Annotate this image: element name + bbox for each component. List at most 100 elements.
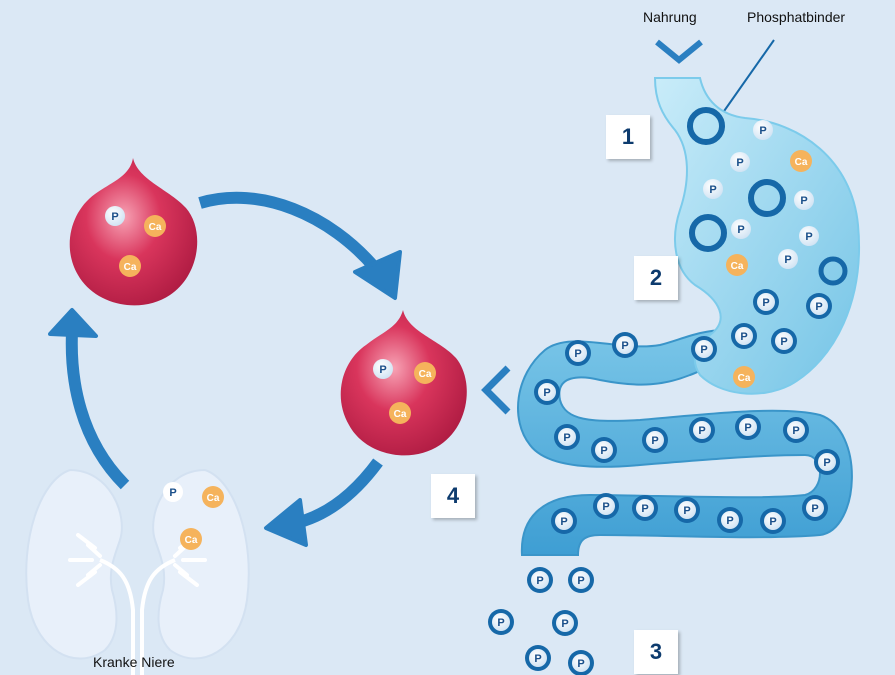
arrowhead-left <box>48 308 98 338</box>
blood-drop-2-particles: P Ca Ca <box>373 359 436 424</box>
bound-phosphate-particle: P <box>565 340 591 366</box>
bound-phosphate-particle: P <box>568 650 594 675</box>
phosphate-particle: P <box>731 219 751 239</box>
svg-text:Ca: Ca <box>738 373 751 384</box>
bound-phosphate-particle: P <box>760 508 786 534</box>
calcium-particle: Ca <box>790 150 812 172</box>
stomach-particles: P P P P P P P Ca Ca Ca <box>703 120 819 388</box>
bound-phosphate-particle: P <box>717 507 743 533</box>
food-label: Nahrung <box>643 9 697 25</box>
svg-text:Ca: Ca <box>419 369 432 380</box>
bound-phosphate-particle: P <box>691 336 717 362</box>
bound-phosphate-particle: P <box>802 495 828 521</box>
svg-text:P: P <box>736 157 743 169</box>
absorption-chevron-icon <box>481 365 511 415</box>
svg-text:P: P <box>577 658 584 670</box>
step-3-badge: 3 <box>634 630 678 674</box>
phosphate-particle: P <box>373 359 393 379</box>
bound-phosphate-particle: P <box>771 328 797 354</box>
phosphate-particle: P <box>105 206 125 226</box>
phosphate-particle: P <box>799 226 819 246</box>
svg-text:P: P <box>379 364 386 376</box>
svg-text:P: P <box>574 348 581 360</box>
bound-phosphate-particle: P <box>783 417 809 443</box>
bound-phosphate-particle: P <box>674 497 700 523</box>
bound-phosphate-particle: P <box>551 508 577 534</box>
svg-text:P: P <box>811 503 818 515</box>
phosphate-particle: P <box>794 190 814 210</box>
svg-text:P: P <box>169 487 176 499</box>
bound-phosphate-particle: P <box>525 645 551 671</box>
bound-phosphate-particle: P <box>689 417 715 443</box>
svg-text:P: P <box>709 184 716 196</box>
svg-text:Ca: Ca <box>731 261 744 272</box>
calcium-particle: Ca <box>414 362 436 384</box>
phosphate-particle: P <box>753 120 773 140</box>
calcium-particle: Ca <box>389 402 411 424</box>
phosphate-particle: P <box>778 249 798 269</box>
svg-text:P: P <box>740 331 747 343</box>
bound-phosphate-particle: P <box>591 437 617 463</box>
calcium-particle: Ca <box>119 255 141 277</box>
food-chevron-icon <box>655 39 703 64</box>
arrowhead-top <box>353 250 402 300</box>
binder-label: Phosphatbinder <box>747 9 846 25</box>
svg-text:P: P <box>762 297 769 309</box>
svg-text:Ca: Ca <box>185 535 198 546</box>
calcium-particle: Ca <box>733 366 755 388</box>
svg-text:P: P <box>577 575 584 587</box>
svg-text:P: P <box>683 505 690 517</box>
svg-text:P: P <box>561 618 568 630</box>
svg-text:P: P <box>744 422 751 434</box>
svg-text:P: P <box>111 211 118 223</box>
bound-phosphate-particle: P <box>806 293 832 319</box>
kidney-label: Kranke Niere <box>93 654 175 670</box>
step-2-badge: 2 <box>634 256 678 300</box>
svg-text:P: P <box>698 425 705 437</box>
binder-rings <box>687 107 848 286</box>
svg-text:P: P <box>784 254 791 266</box>
calcium-particle: Ca <box>726 254 748 276</box>
arrowhead-right <box>264 498 308 547</box>
bound-phosphate-particle: P <box>612 332 638 358</box>
bound-phosphate-particle: P <box>593 493 619 519</box>
binder-pointer-line <box>721 39 775 115</box>
calcium-particle: Ca <box>202 486 224 508</box>
svg-text:P: P <box>536 575 543 587</box>
calcium-particle: Ca <box>144 215 166 237</box>
svg-text:P: P <box>780 336 787 348</box>
phosphate-particle: P <box>703 179 723 199</box>
svg-text:P: P <box>823 457 830 469</box>
bound-phosphate-particle: P <box>554 424 580 450</box>
svg-text:P: P <box>651 435 658 447</box>
svg-text:P: P <box>805 231 812 243</box>
kidney-particles: P Ca Ca <box>163 482 224 550</box>
binder-ring <box>818 256 848 286</box>
kidney-illustration <box>25 468 250 675</box>
svg-text:Ca: Ca <box>795 157 808 168</box>
binder-ring <box>687 107 725 145</box>
svg-text:P: P <box>560 516 567 528</box>
bound-phosphate-particle: P <box>731 323 757 349</box>
cycle-arrow-left <box>65 331 130 490</box>
svg-text:P: P <box>700 344 707 356</box>
binder-ring <box>748 179 786 217</box>
bound-phosphate-particle: P <box>632 495 658 521</box>
step-1-badge: 1 <box>606 115 650 159</box>
svg-text:P: P <box>759 125 766 137</box>
blood-drop-1 <box>69 158 198 306</box>
svg-text:P: P <box>792 425 799 437</box>
bound-phosphate-particle: P <box>568 567 594 593</box>
svg-text:P: P <box>534 653 541 665</box>
bound-phosphate-particle: P <box>488 609 514 635</box>
svg-text:Ca: Ca <box>207 493 220 504</box>
svg-text:Ca: Ca <box>149 222 162 233</box>
svg-text:P: P <box>600 445 607 457</box>
cycle-arrow-top <box>198 191 380 272</box>
svg-text:P: P <box>497 617 504 629</box>
svg-text:P: P <box>543 387 550 399</box>
binder-ring <box>689 214 727 252</box>
